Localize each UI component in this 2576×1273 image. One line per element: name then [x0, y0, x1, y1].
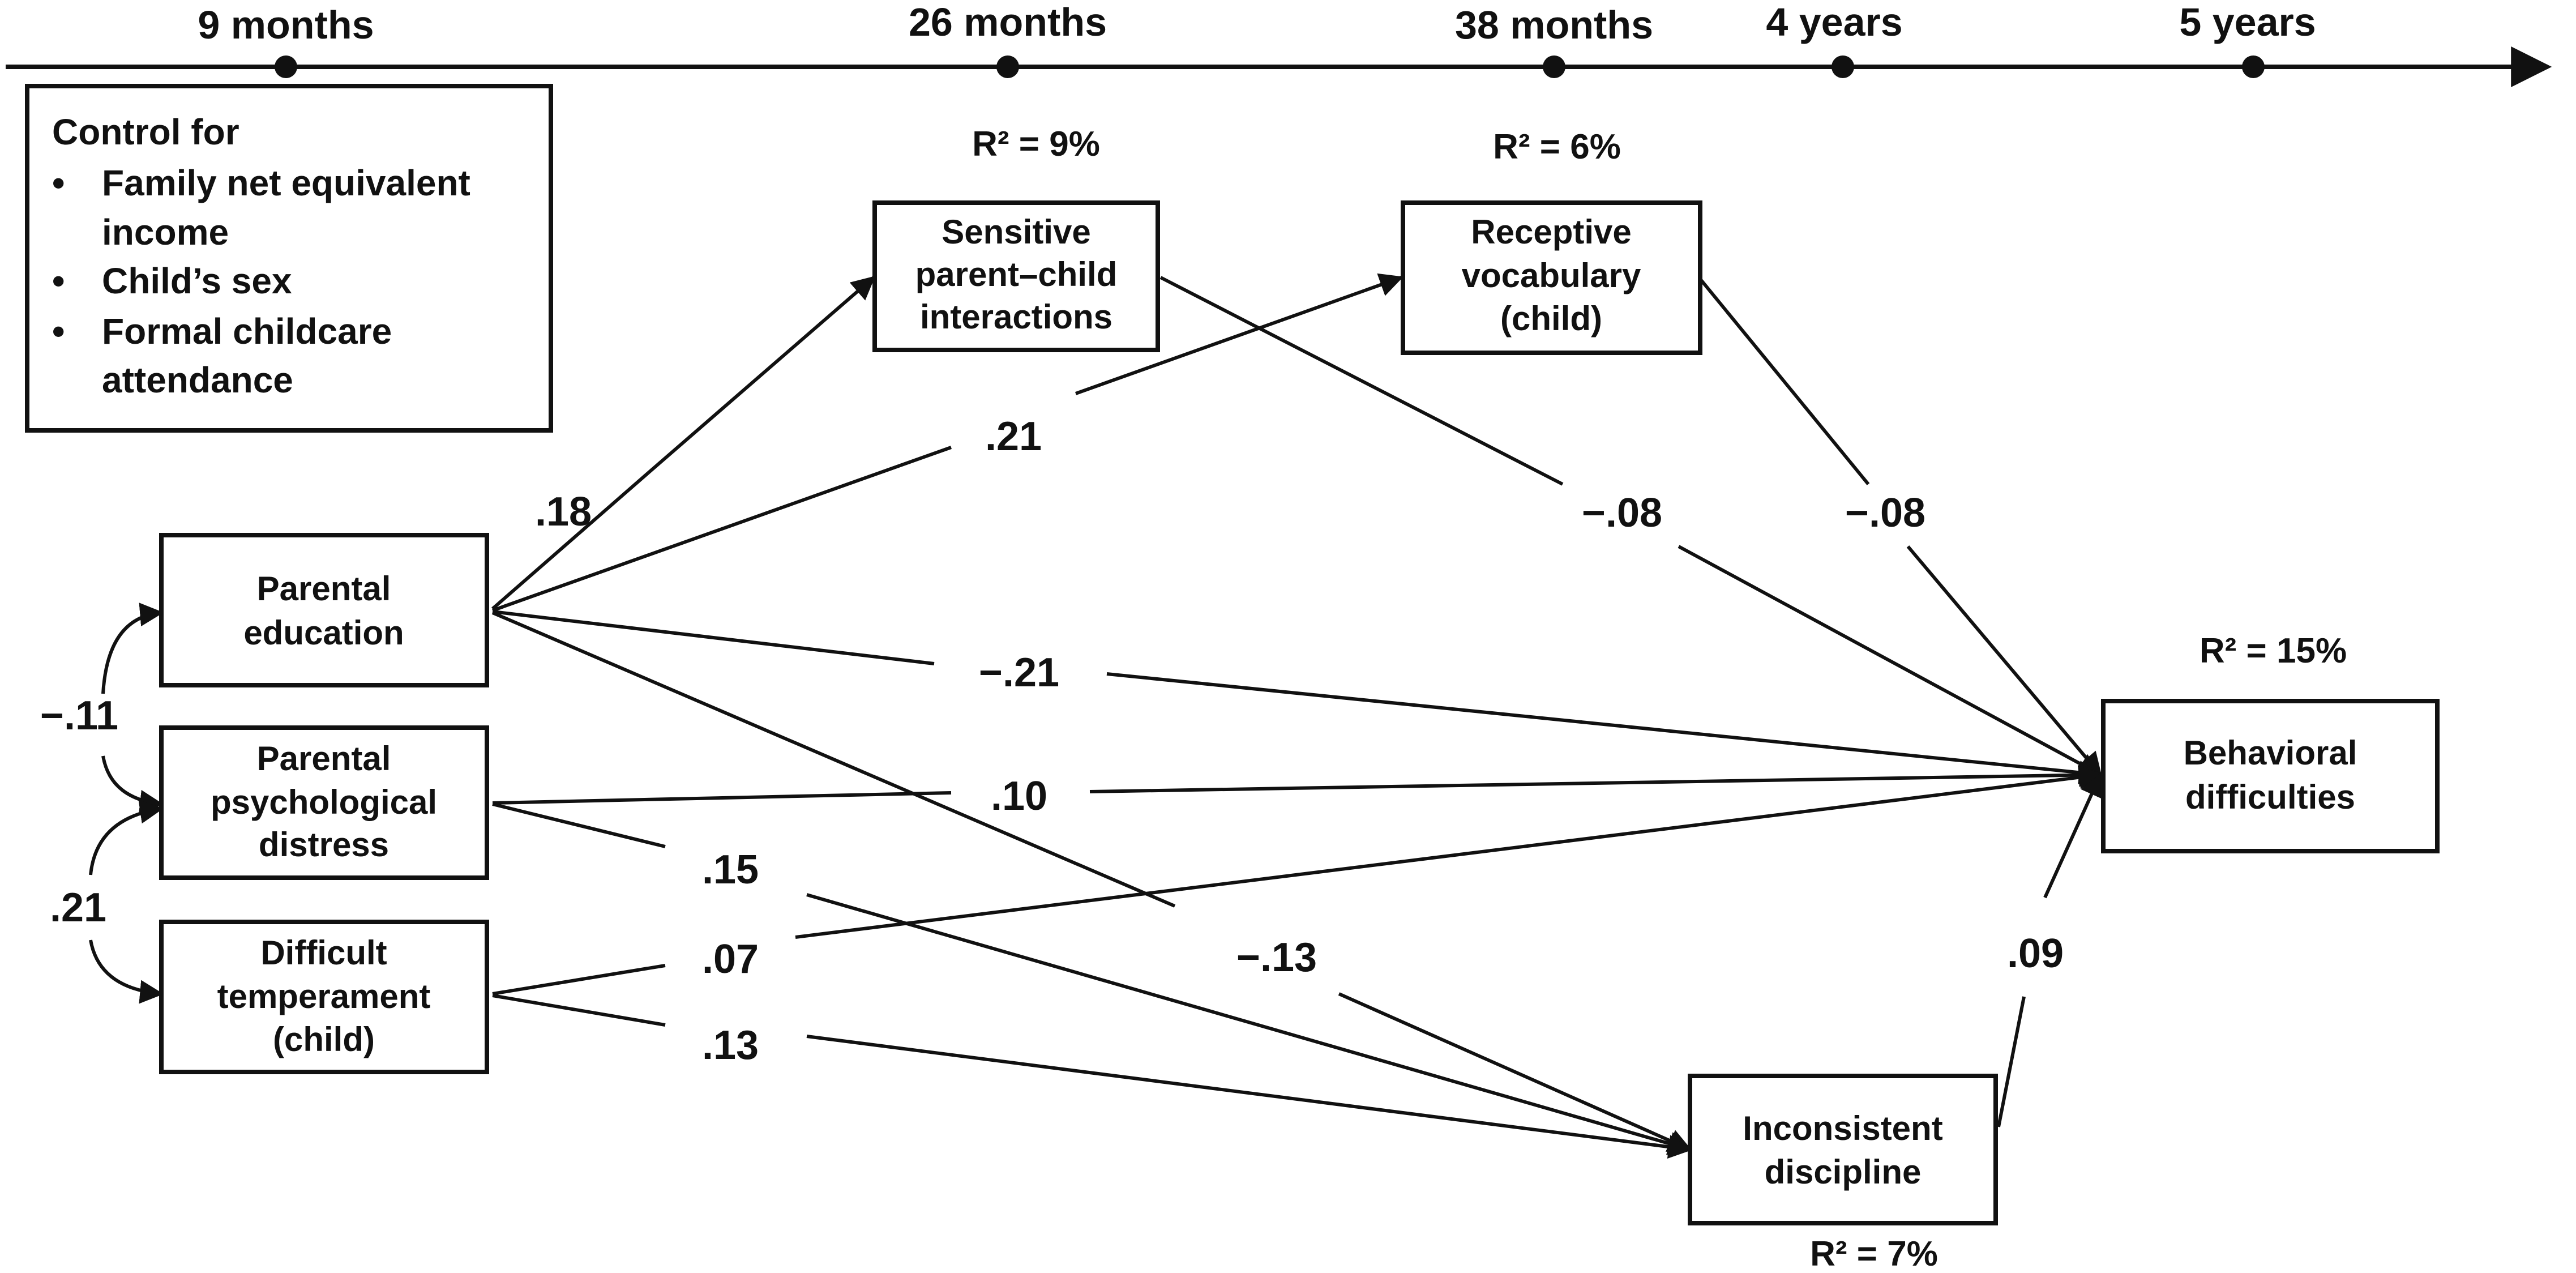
coef-sensitive-to-behavioral: −.08	[1582, 490, 1662, 536]
timeline: 9 months 26 months 38 months 4 years 5 y…	[6, 0, 2552, 87]
node-sensitive-interactions-line3: interactions	[920, 298, 1112, 336]
path-temperament-to-behavioral	[492, 964, 666, 996]
control-bullet-2: •	[52, 260, 65, 301]
timeline-dot-9-months	[275, 55, 297, 78]
coef-temperament-to-discipline: .13	[702, 1023, 759, 1068]
control-item-income-line2: income	[102, 212, 229, 253]
timeline-dot-5-years	[2242, 55, 2265, 78]
curve-education-distress-upper	[101, 603, 164, 694]
control-item-childcare-line1: Formal childcare	[102, 311, 392, 352]
path-discipline-to-behavioral-arrow	[2043, 772, 2103, 899]
timeline-dot-4-years	[1832, 55, 1854, 78]
path-education-to-discipline	[491, 611, 1176, 908]
r2-receptive-vocabulary: R² = 6%	[1493, 127, 1621, 166]
node-behavioral-difficulties-line1: Behavioral	[2184, 734, 2357, 772]
path-education-to-behavioral	[492, 610, 935, 665]
path-education-to-vocabulary	[491, 446, 952, 612]
curve-education-distress-lower	[101, 755, 164, 814]
node-behavioral-difficulties-line2: difficulties	[2185, 778, 2355, 816]
coef-correlation-distress-temperament: .21	[50, 885, 106, 930]
curve-distress-temperament-lower	[89, 939, 164, 1004]
path-vocabulary-to-behavioral	[1700, 279, 1870, 485]
coef-correlation-education-distress: −.11	[40, 693, 118, 738]
coef-distress-to-discipline: .15	[702, 847, 759, 892]
timeline-label-9-months: 9 months	[198, 3, 374, 47]
node-parental-distress-line1: Parental	[257, 740, 391, 778]
path-education-to-sensitive	[491, 471, 649, 610]
path-distress-to-behavioral	[492, 791, 952, 805]
coef-education-to-discipline: −.13	[1236, 935, 1317, 980]
coef-distress-to-behavioral: .10	[991, 774, 1047, 819]
node-receptive-vocabulary-line3: (child)	[1500, 300, 1602, 338]
path-discipline-to-behavioral	[1997, 996, 2026, 1127]
node-parental-distress: Parental psychological distress	[159, 725, 489, 880]
path-education-to-sensitive-arrow	[647, 276, 876, 475]
path-sensitive-to-behavioral-arrow	[1678, 545, 2103, 776]
path-education-to-discipline-arrow	[1338, 992, 1692, 1152]
coef-education-to-behavioral: −.21	[979, 650, 1059, 695]
node-receptive-vocabulary-line2: vocabulary	[1462, 257, 1641, 294]
coef-education-to-sensitive: .18	[535, 489, 592, 535]
curve-distress-temperament-upper	[89, 800, 164, 875]
timeline-label-5-years: 5 years	[2179, 0, 2316, 44]
control-box-title: Control for	[52, 112, 239, 152]
control-bullet-3: •	[52, 311, 65, 352]
node-behavioral-difficulties: Behavioral difficulties	[2101, 699, 2440, 853]
control-item-income-line1: Family net equivalent	[102, 163, 470, 203]
control-box-frame	[25, 84, 553, 433]
path-distress-to-discipline	[492, 802, 666, 848]
node-parental-education: Parental education	[159, 533, 489, 687]
node-parental-distress-line3: distress	[259, 826, 389, 864]
node-parental-education-line2: education	[243, 614, 404, 652]
r2-sensitive-interactions: R² = 9%	[972, 125, 1100, 164]
node-inconsistent-discipline-line1: Inconsistent	[1743, 1109, 1942, 1147]
node-receptive-vocabulary: Receptive vocabulary (child)	[1401, 200, 1702, 355]
coef-discipline-to-behavioral: .09	[2007, 931, 2064, 976]
node-difficult-temperament: Difficult temperament (child)	[159, 920, 489, 1074]
path-lines	[491, 273, 2103, 1159]
node-inconsistent-discipline-line2: discipline	[1765, 1153, 1922, 1191]
timeline-dot-26-months	[996, 55, 1019, 78]
timeline-label-38-months: 38 months	[1455, 3, 1653, 47]
coef-vocabulary-to-behavioral: −.08	[1845, 490, 1925, 536]
path-sensitive-to-behavioral	[1159, 276, 1564, 486]
path-temperament-to-discipline-arrow	[806, 1035, 1693, 1159]
path-education-to-vocabulary-arrow	[1075, 273, 1403, 395]
timeline-label-4-years: 4 years	[1766, 0, 1902, 44]
node-receptive-vocabulary-line1: Receptive	[1471, 213, 1631, 251]
node-sensitive-interactions-line2: parent–child	[915, 255, 1118, 293]
path-distress-to-discipline-arrow	[806, 893, 1693, 1155]
r2-inconsistent-discipline: R² = 7%	[1810, 1234, 1938, 1273]
control-bullet-1: •	[52, 163, 65, 203]
coefficient-labels: .18 .21 −.08 −.08 −.21 .10 .07 −.13 .15 …	[40, 414, 2064, 1068]
coef-education-to-vocabulary: .21	[985, 414, 1042, 459]
path-temperament-to-behavioral-arrow	[795, 765, 2103, 939]
control-item-childcare-line2: attendance	[102, 360, 293, 400]
node-inconsistent-discipline: Inconsistent discipline	[1688, 1074, 1998, 1225]
coef-temperament-to-behavioral: .07	[702, 937, 759, 982]
node-difficult-temperament-line1: Difficult	[260, 934, 387, 972]
correlation-curves	[89, 603, 164, 1004]
timeline-dot-38-months	[1543, 55, 1565, 78]
node-sensitive-interactions: Sensitive parent–child interactions	[872, 200, 1160, 352]
path-education-to-behavioral-arrow	[1106, 672, 2103, 785]
node-sensitive-interactions-line1: Sensitive	[942, 213, 1090, 251]
node-difficult-temperament-line3: (child)	[273, 1020, 375, 1058]
node-parental-education-line1: Parental	[257, 570, 391, 608]
path-vocabulary-to-behavioral-arrow	[1906, 545, 2102, 777]
node-difficult-temperament-line2: temperament	[217, 977, 431, 1015]
node-parental-distress-line2: psychological	[211, 783, 437, 821]
timeline-label-26-months: 26 months	[909, 0, 1107, 44]
control-item-sex: Child’s sex	[102, 260, 292, 301]
path-temperament-to-discipline	[492, 994, 666, 1027]
r2-behavioral-difficulties: R² = 15%	[2200, 631, 2347, 670]
path-distress-to-behavioral-arrow	[1089, 763, 2103, 793]
control-box: Control for • Family net equivalent inco…	[25, 84, 553, 433]
